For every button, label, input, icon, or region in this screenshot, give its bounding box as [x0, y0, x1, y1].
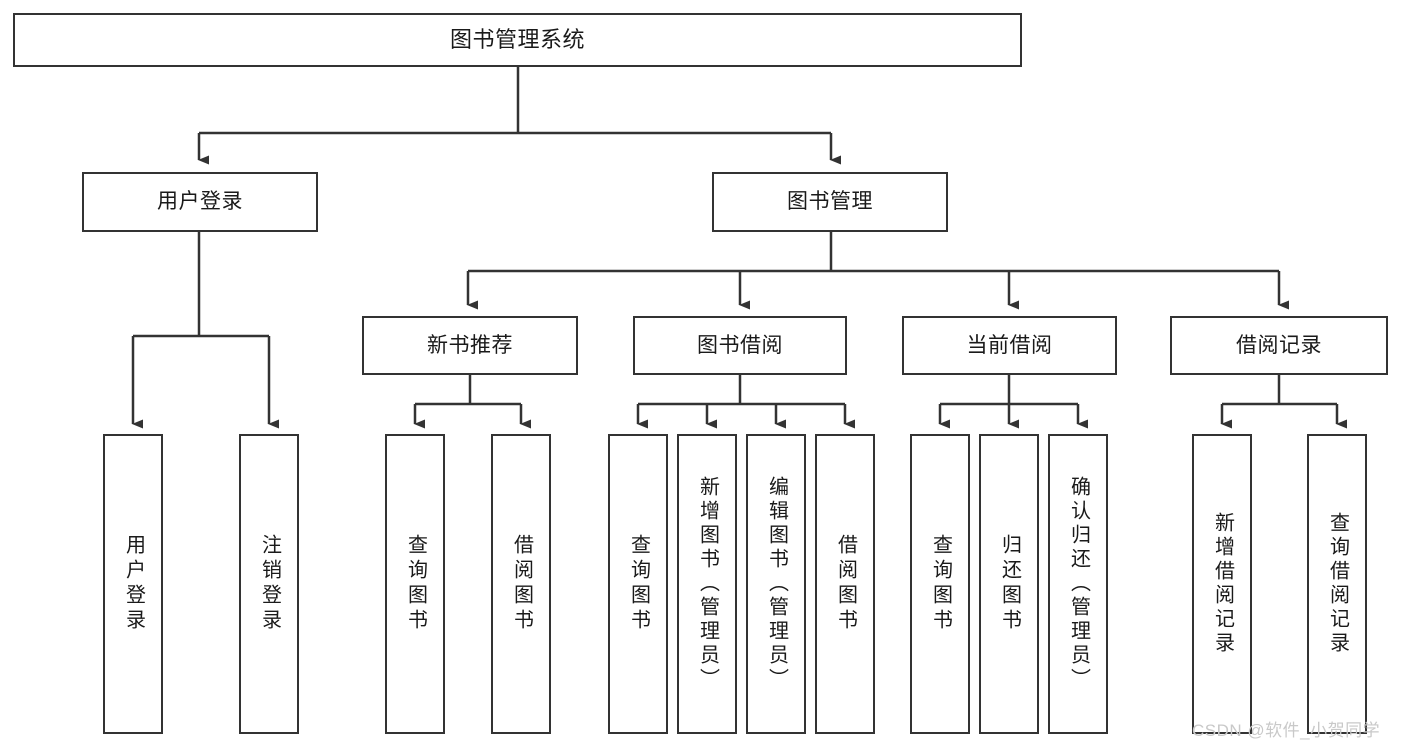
node-current-borrow[interactable]: 当前借阅 [902, 316, 1117, 375]
node-label: 确认归还（管理员） [1067, 476, 1090, 692]
node-label: 查询图书 [929, 534, 952, 634]
leaf-book-borrow-add[interactable]: 新增图书（管理员） [677, 434, 737, 734]
node-label: 借阅记录 [1236, 333, 1322, 357]
node-label: 用户登录 [157, 190, 243, 214]
node-book-borrow[interactable]: 图书借阅 [633, 316, 847, 375]
node-borrow-record[interactable]: 借阅记录 [1170, 316, 1388, 375]
leaf-current-borrow-confirm-return[interactable]: 确认归还（管理员） [1048, 434, 1108, 734]
leaf-new-book-borrow[interactable]: 借阅图书 [491, 434, 551, 734]
node-label: 图书借阅 [697, 333, 783, 357]
node-label: 图书管理 [787, 190, 873, 214]
leaf-borrow-record-add[interactable]: 新增借阅记录 [1192, 434, 1252, 734]
leaf-current-borrow-query[interactable]: 查询图书 [910, 434, 970, 734]
leaf-current-borrow-return[interactable]: 归还图书 [979, 434, 1039, 734]
node-label: 图书管理系统 [449, 26, 585, 52]
node-label: 编辑图书（管理员） [765, 476, 788, 692]
node-label: 查询图书 [627, 534, 650, 634]
node-label: 借阅图书 [834, 534, 857, 634]
node-label: 新增借阅记录 [1211, 512, 1234, 656]
leaf-book-borrow-borrow[interactable]: 借阅图书 [815, 434, 875, 734]
csdn-watermark: CSDN @软件_小贺同学 [1192, 721, 1381, 740]
leaf-new-book-query[interactable]: 查询图书 [385, 434, 445, 734]
node-user-login[interactable]: 用户登录 [82, 172, 318, 232]
node-label: 查询图书 [404, 534, 427, 634]
leaf-user-login-logout[interactable]: 注销登录 [239, 434, 299, 734]
node-label: 用户登录 [122, 534, 145, 634]
node-label: 注销登录 [258, 534, 281, 634]
node-label: 新增图书（管理员） [696, 476, 719, 692]
leaf-borrow-record-query[interactable]: 查询借阅记录 [1307, 434, 1367, 734]
node-label: 当前借阅 [966, 333, 1053, 357]
node-label: 归还图书 [998, 534, 1021, 634]
leaf-book-borrow-edit[interactable]: 编辑图书（管理员） [746, 434, 806, 734]
node-new-book-recommend[interactable]: 新书推荐 [362, 316, 578, 375]
node-book-management[interactable]: 图书管理 [712, 172, 948, 232]
node-label: 查询借阅记录 [1326, 512, 1349, 656]
node-root-system[interactable]: 图书管理系统 [13, 13, 1022, 67]
leaf-book-borrow-query[interactable]: 查询图书 [608, 434, 668, 734]
node-label: 新书推荐 [427, 333, 513, 357]
node-label: 借阅图书 [510, 534, 533, 634]
leaf-user-login-login[interactable]: 用户登录 [103, 434, 163, 734]
